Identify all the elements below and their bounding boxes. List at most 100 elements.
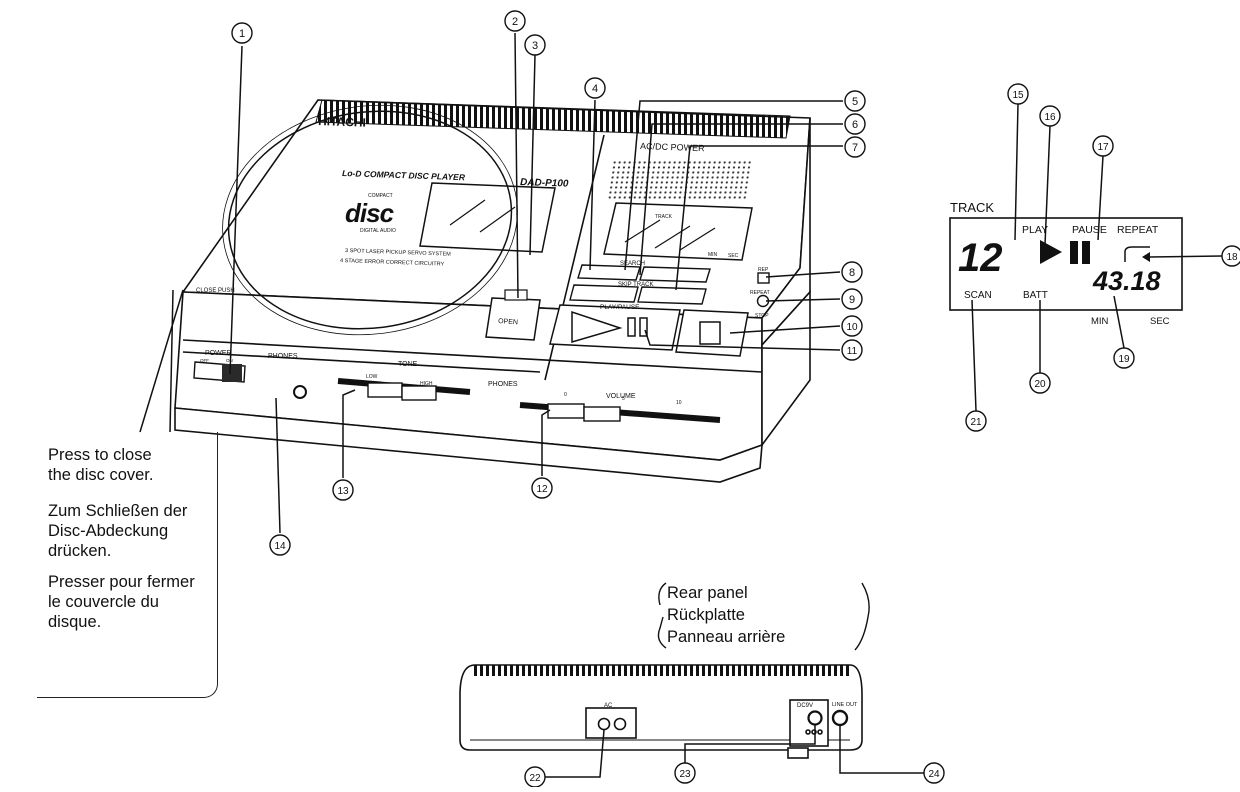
callout-3: 3 [532, 40, 538, 52]
callout-en: Press to close the disc cover. [48, 445, 223, 485]
tone-low-knob [367, 382, 403, 398]
callout-2: 2 [512, 16, 518, 28]
vol-max-label: 10 [676, 400, 682, 406]
callout-22: 22 [529, 773, 541, 784]
lcd-repeat-label: REPEAT [1117, 224, 1159, 236]
display-sec-label: SEC [728, 253, 739, 259]
callout-fr: Presser pour fermer le couvercle du disq… [48, 572, 223, 632]
lcd-time: 43.18 [1092, 266, 1161, 296]
callout-en-line-2: the disc cover. [48, 466, 154, 484]
rear-ac-label: AC [604, 703, 613, 709]
stop-label: STOP [755, 313, 769, 319]
brand-label: HITACHI [318, 114, 366, 130]
volume-knob-b [583, 406, 621, 422]
window-glare [449, 199, 516, 233]
rear-line-out-label: LINE OUT [832, 702, 858, 708]
close-callout-box [37, 432, 218, 698]
callout-17: 17 [1097, 142, 1109, 153]
callout-5: 5 [852, 96, 858, 108]
lcd-pause-label: PAUSE [1072, 224, 1107, 236]
lcd-play-label: PLAY [1022, 224, 1048, 236]
rear-caption-en: Rear panel [667, 584, 748, 602]
search-label: SEARCH [620, 261, 645, 267]
rear-panel [459, 664, 863, 759]
disc-logo-top: COMPACT [368, 193, 393, 199]
callout-4: 4 [592, 83, 598, 95]
tone-high-label: HIGH [420, 381, 433, 387]
power-on-label: ON [226, 358, 233, 363]
repeat-label: REPEAT [750, 290, 770, 296]
callout-10: 10 [846, 322, 858, 333]
callout-21: 21 [970, 417, 982, 428]
display-glare [624, 219, 716, 251]
volume-knob-a [547, 403, 585, 419]
phones-slider-label: PHONES [488, 381, 518, 388]
callout-16: 16 [1044, 112, 1056, 123]
callout-23: 23 [679, 769, 691, 780]
power-label: POWER [205, 350, 231, 357]
lcd-play-icon [1040, 240, 1062, 264]
callout-9: 9 [849, 294, 855, 306]
lcd-track-label: TRACK [950, 200, 994, 215]
callout-12: 12 [536, 484, 548, 495]
callout-de-line-3: drücken. [48, 542, 112, 560]
callout-de: Zum Schließen der Disc-Abdeckung drücken… [48, 501, 223, 561]
rear-dc-label: DC9V [797, 703, 813, 709]
open-lever [504, 289, 528, 301]
close-push-label: CLOSE PUSH [196, 288, 235, 294]
lid-window [419, 182, 556, 253]
display-min-label: MIN [708, 252, 718, 258]
rep-button [757, 272, 770, 284]
callout-7: 7 [852, 142, 858, 154]
callout-15: 15 [1012, 90, 1024, 101]
callout-18: 18 [1226, 252, 1238, 263]
callout-numbers [231, 10, 1240, 788]
lcd-display: TRACK 12 PLAY PAUSE REPEAT 43.18 SCAN BA… [949, 103, 1223, 412]
callout-13: 13 [337, 486, 349, 497]
volume-label: VOLUME [606, 393, 636, 400]
callout-11: 11 [847, 346, 858, 357]
callout-de-line-1: Zum Schließen der [48, 502, 188, 520]
tone-low-label: LOW [366, 374, 378, 380]
lcd-track-number: 12 [958, 236, 1003, 280]
callout-de-line-2: Disc-Abdeckung [48, 522, 169, 540]
tone-high-knob [401, 385, 437, 401]
callout-8: 8 [849, 267, 855, 279]
speaker-grille [606, 160, 753, 200]
callout-en-line-1: Press to close [48, 446, 152, 464]
skip-track-label: SKIP TRACK [618, 282, 653, 288]
callout-1: 1 [239, 28, 245, 40]
display-track-label: TRACK [655, 214, 673, 220]
lcd-pause-icon-b [1082, 241, 1090, 264]
laser-line-1: 3 SPOT LASER PICKUP SERVO SYSTEM [345, 248, 451, 258]
player-body [174, 99, 811, 483]
phones-label: PHONES [268, 353, 298, 360]
callout-24: 24 [928, 769, 940, 780]
laser-line-2: 4 STAGE ERROR CORRECT CIRCUITRY [340, 258, 445, 268]
vol-min-label: 0 [564, 392, 567, 398]
callout-6: 6 [852, 119, 858, 131]
callout-19: 19 [1118, 354, 1130, 365]
rear-caption-de: Rückplatte [667, 606, 745, 624]
model-label: DAD-P100 [520, 177, 569, 190]
callout-fr-line-3: disque. [48, 613, 102, 631]
model-line-label: Lo-D COMPACT DISC PLAYER [342, 168, 466, 182]
callout-20: 20 [1034, 379, 1046, 390]
disc-logo: disc [345, 198, 395, 228]
play-pause-label: PLAY/PAUSE [600, 304, 640, 311]
callout-fr-line-1: Presser pour fermer [48, 573, 195, 591]
rear-caption-brackets [657, 582, 870, 651]
tone-label: TONE [398, 361, 418, 368]
callout-14: 14 [274, 541, 286, 552]
lcd-min-label: MIN [1091, 316, 1109, 327]
open-label: OPEN [498, 318, 518, 326]
disc-logo-bottom: DIGITAL AUDIO [360, 228, 396, 234]
vol-mid-label: 5 [622, 396, 625, 402]
lcd-batt-label: BATT [1023, 290, 1048, 301]
rep-label: REP [758, 267, 769, 273]
power-off-label: OFF [200, 358, 209, 363]
front-display-window [603, 202, 753, 261]
lcd-scan-label: SCAN [964, 290, 992, 301]
